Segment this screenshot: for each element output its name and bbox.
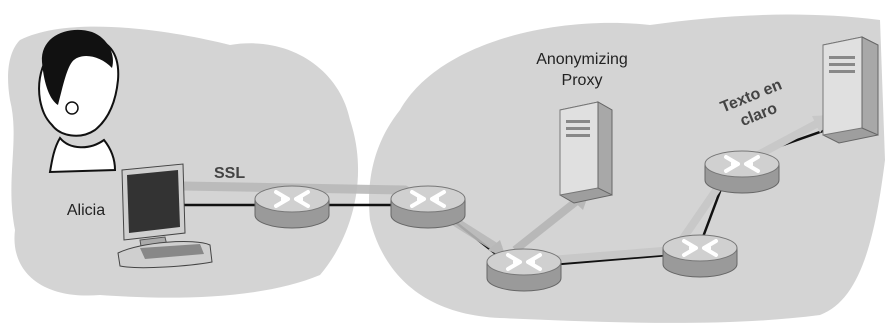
user-avatar-icon: [38, 29, 120, 174]
router-icon: [485, 247, 563, 293]
router-icon: [389, 184, 467, 230]
ssl-label: SSL: [214, 165, 245, 182]
user-name-label: Alicia: [67, 202, 105, 219]
cleartext-path: [524, 119, 820, 266]
server-icon: [559, 101, 613, 204]
route-to-proxy-arrow: [512, 196, 581, 254]
router-icon: [253, 184, 331, 230]
proxy-label-line1: Anonymizing: [536, 51, 628, 68]
server-icon: [822, 36, 879, 144]
proxy-label-line2: Proxy: [562, 72, 603, 89]
desktop-computer-icon: [117, 163, 213, 269]
router-icon: [661, 233, 739, 279]
router-icon: [703, 149, 781, 195]
